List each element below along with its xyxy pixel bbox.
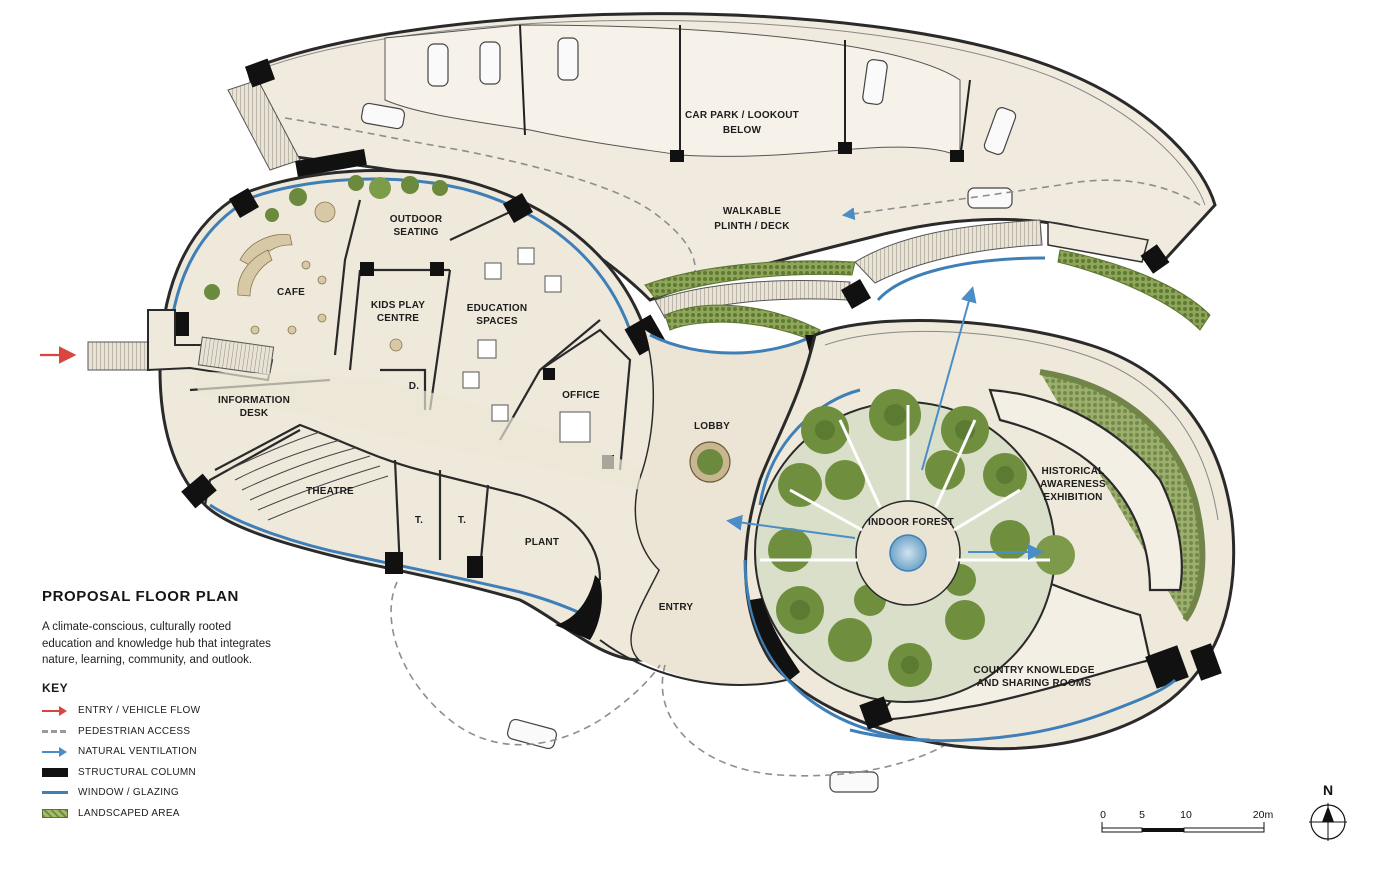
key-heading: KEY: [42, 680, 69, 695]
plan-title: PROPOSAL FLOOR PLAN: [42, 588, 239, 605]
label-toilet-1: T.: [415, 515, 423, 526]
west-wing: [87, 169, 1192, 711]
north-arrow: N: [1309, 782, 1347, 841]
scale-label-5: 5: [1139, 809, 1145, 821]
label-kids-play: KIDS PLAY: [371, 300, 425, 311]
landscape-swatch-icon: [42, 808, 68, 818]
key-item-pedestrian: PEDESTRIAN ACCESS: [42, 721, 282, 742]
label-walkable: WALKABLE: [723, 206, 781, 217]
label-historical-2: AWARENESS: [1040, 479, 1106, 490]
blue-arrow-icon: [42, 746, 68, 757]
label-kids-play-2: CENTRE: [377, 313, 419, 324]
car-park-wing: [227, 12, 1217, 793]
key-label: NATURAL VENTILATION: [78, 746, 197, 758]
scale-label-10: 10: [1180, 809, 1192, 821]
key-label: STRUCTURAL COLUMN: [78, 766, 197, 778]
label-information-desk-2: DESK: [240, 408, 269, 419]
label-education: EDUCATION: [467, 303, 528, 314]
room-labels: CAR PARK / LOOKOUT BELOW WALKABLE PLINTH…: [218, 110, 1106, 689]
label-entry: ENTRY: [659, 602, 694, 613]
label-education-2: SPACES: [476, 316, 518, 327]
key-label: WINDOW / GLAZING: [78, 787, 179, 799]
legend-panel: PROPOSAL FLOOR PLAN A climate-conscious,…: [42, 588, 282, 824]
column-swatch-icon: [42, 767, 68, 777]
scale-label-0: 0: [1100, 809, 1106, 821]
key-item-column: STRUCTURAL COLUMN: [42, 762, 282, 783]
label-lobby: LOBBY: [694, 421, 730, 432]
label-country-knowledge-2: AND SHARING ROOMS: [977, 678, 1092, 689]
key-item-glazing: WINDOW / GLAZING: [42, 783, 282, 804]
key-label: LANDSCAPED AREA: [78, 807, 180, 819]
key-item-entry: ENTRY / VEHICLE FLOW: [42, 701, 282, 722]
label-information-desk: INFORMATION: [218, 395, 290, 406]
label-outdoor-seating: OUTDOOR: [390, 214, 443, 225]
label-car-park-2: BELOW: [723, 125, 762, 136]
scale-label-20: 20m: [1253, 809, 1274, 821]
glazing-line-icon: [42, 791, 68, 795]
label-historical-3: EXHIBITION: [1043, 492, 1102, 503]
label-toilet-2: T.: [458, 515, 466, 526]
label-car-park: CAR PARK / LOOKOUT: [685, 110, 799, 121]
label-cafe: CAFE: [277, 287, 305, 298]
label-plant: PLANT: [525, 537, 559, 548]
label-walkable-2: PLINTH / DECK: [714, 221, 790, 232]
label-historical: HISTORICAL: [1042, 466, 1105, 477]
key-label: PEDESTRIAN ACCESS: [78, 725, 191, 737]
red-arrow-icon: [42, 705, 68, 716]
key-label: ENTRY / VEHICLE FLOW: [78, 705, 201, 717]
label-d: D.: [409, 381, 419, 392]
label-outdoor-seating-2: SEATING: [393, 227, 438, 238]
key-item-landscape: LANDSCAPED AREA: [42, 803, 282, 824]
label-country-knowledge: COUNTRY KNOWLEDGE: [973, 665, 1094, 676]
label-office: OFFICE: [562, 390, 600, 401]
scale-bar: 0 5 10 20m: [1100, 809, 1274, 833]
label-indoor-forest: INDOOR FOREST: [868, 517, 954, 528]
label-theatre: THEATRE: [306, 486, 354, 497]
key-item-ventilation: NATURAL VENTILATION: [42, 742, 282, 763]
north-label: N: [1323, 782, 1333, 798]
dashed-line-icon: [42, 730, 68, 734]
east-wing: [726, 286, 1236, 751]
plan-description: A climate-conscious, culturally rooted e…: [42, 621, 271, 666]
